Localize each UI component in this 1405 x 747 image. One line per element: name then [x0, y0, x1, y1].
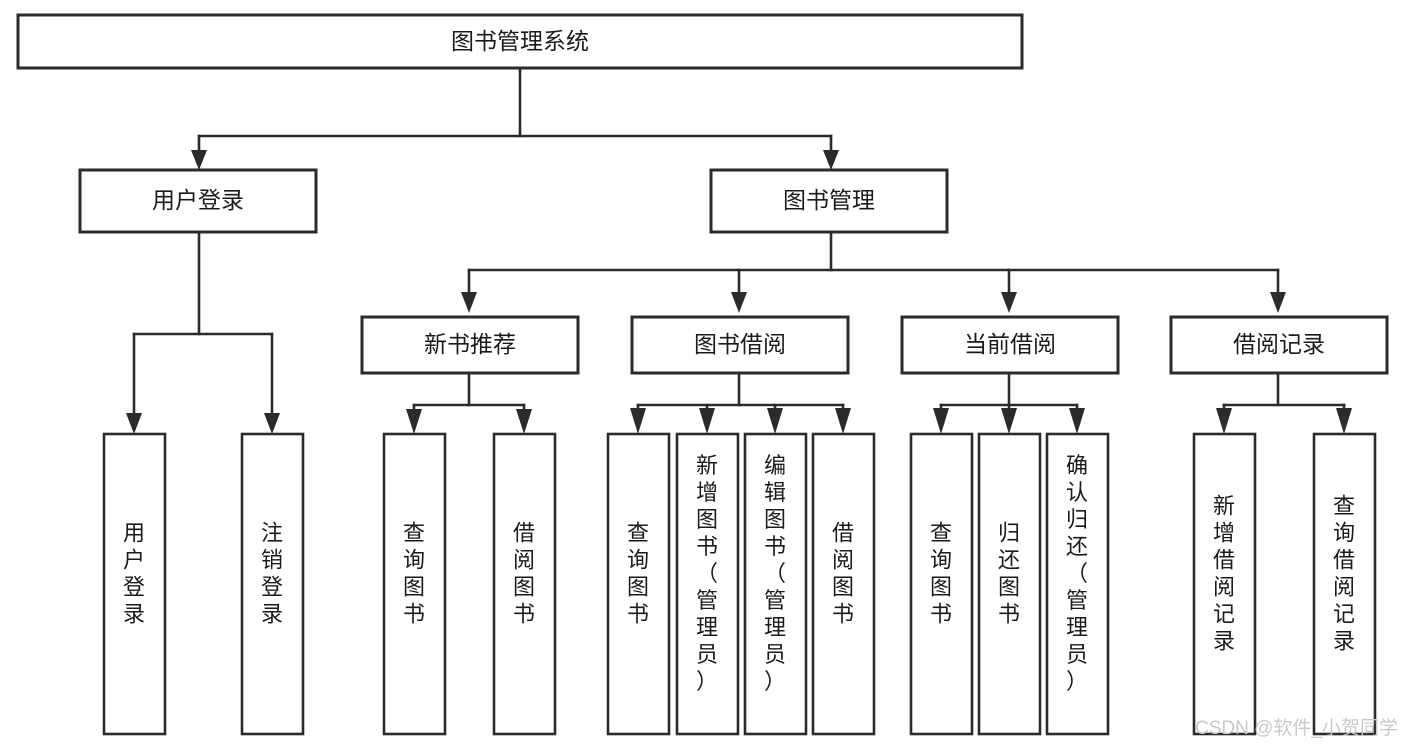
- node-leaf-rec-borrow-box[interactable]: [492, 432, 557, 736]
- arrow-head-book-borrow: [731, 292, 747, 313]
- node-leaf-cur-return-box[interactable]: [977, 432, 1042, 736]
- node-user-login-box[interactable]: [78, 168, 318, 234]
- node-leaf-rec-borrow-label: 借阅图书: [513, 520, 535, 626]
- node-leaf-cur-query[interactable]: 查询图书: [909, 432, 974, 736]
- node-leaf-borrow-query-box[interactable]: [606, 432, 671, 736]
- node-user-login-label: 用户登录: [152, 187, 244, 213]
- arrow-head-leaf-borrow-edit: [767, 408, 783, 434]
- node-leaf-cur-confirm-box[interactable]: [1045, 432, 1110, 736]
- arrow-head-user-login: [191, 150, 207, 170]
- node-root[interactable]: 图书管理系统: [16, 13, 1024, 70]
- connector-current-borrow-to-leaves: [933, 371, 1085, 434]
- node-leaf-borrow-edit-label: 编辑图书（管理员）: [764, 453, 786, 694]
- watermark-text: CSDN @软件_小贺同学: [1195, 717, 1398, 739]
- arrow-head-leaf-cur-query: [933, 408, 949, 434]
- node-leaf-cur-return[interactable]: 归还图书: [977, 432, 1042, 736]
- node-leaf-cur-query-label: 查询图书: [930, 520, 952, 626]
- node-leaf-borrow-add-label: 新增图书（管理员）: [696, 453, 718, 694]
- connector-user-login-to-leaves: [126, 230, 280, 434]
- node-leaf-cur-return-label: 归还图书: [998, 520, 1020, 626]
- arrow-head-leaf-borrow-query: [630, 408, 646, 434]
- node-current-borrow[interactable]: 当前借阅: [900, 315, 1120, 375]
- node-leaf-cur-query-box[interactable]: [909, 432, 974, 736]
- arrow-head-leaf-rec-borrow: [516, 409, 532, 434]
- node-book-manage[interactable]: 图书管理: [709, 168, 949, 234]
- node-leaf-rec-add[interactable]: 新增借阅记录: [1192, 432, 1257, 736]
- arrow-head-leaf-user-logout: [264, 413, 280, 434]
- node-leaf-cur-confirm[interactable]: 确认归还（管理员）: [1045, 432, 1110, 736]
- arrow-head-new-book-rec: [461, 292, 477, 313]
- node-leaf-borrow-lend[interactable]: 借阅图书: [811, 432, 876, 736]
- node-leaf-rec-add-label: 新增借阅记录: [1213, 493, 1235, 653]
- arrow-head-book-manage: [823, 150, 839, 170]
- node-leaf-user-login-label: 用户登录: [123, 520, 145, 626]
- node-leaf-borrow-add-box[interactable]: [675, 432, 740, 736]
- arrow-head-leaf-borrow-lend: [835, 408, 851, 434]
- node-book-borrow-box[interactable]: [630, 315, 850, 375]
- node-leaf-rec-query2-label: 查询借阅记录: [1333, 493, 1355, 653]
- node-leaf-rec-query2[interactable]: 查询借阅记录: [1312, 432, 1377, 736]
- node-current-borrow-label: 当前借阅: [964, 331, 1056, 357]
- node-book-borrow[interactable]: 图书借阅: [630, 315, 850, 375]
- node-leaf-cur-confirm-label: 确认归还（管理员）: [1066, 453, 1088, 694]
- arrow-head-leaf-rec-query2: [1336, 408, 1352, 434]
- arrow-head-leaf-cur-confirm: [1069, 408, 1085, 434]
- node-borrow-record[interactable]: 借阅记录: [1169, 315, 1389, 375]
- connector-book-borrow-to-leaves: [630, 371, 851, 434]
- node-leaf-rec-add-box[interactable]: [1192, 432, 1257, 736]
- node-leaf-rec-query-box[interactable]: [382, 432, 447, 736]
- connector-new-book-rec-to-leaves: [406, 371, 532, 434]
- node-leaf-borrow-lend-label: 借阅图书: [832, 520, 854, 626]
- node-leaf-borrow-lend-box[interactable]: [811, 432, 876, 736]
- node-leaf-borrow-edit-box[interactable]: [743, 432, 808, 736]
- node-new-book-rec-label: 新书推荐: [424, 331, 516, 357]
- node-leaf-user-login[interactable]: 用户登录: [102, 432, 167, 736]
- node-borrow-record-label: 借阅记录: [1233, 331, 1325, 357]
- node-book-borrow-label: 图书借阅: [694, 331, 786, 357]
- node-leaf-user-logout-label: 注销登录: [261, 520, 283, 626]
- node-leaf-user-logout-box[interactable]: [240, 432, 305, 736]
- node-leaf-user-login-box[interactable]: [102, 432, 167, 736]
- node-current-borrow-box[interactable]: [900, 315, 1120, 375]
- arrow-head-leaf-cur-return: [1001, 408, 1017, 434]
- connector-book-manage-to-level3: [461, 230, 1286, 313]
- arrow-head-leaf-borrow-add: [699, 408, 715, 434]
- node-leaf-borrow-query-label: 查询图书: [627, 520, 649, 626]
- node-leaf-user-logout[interactable]: 注销登录: [240, 432, 305, 736]
- connector-borrow-record-to-leaves: [1216, 371, 1352, 434]
- node-leaf-rec-query[interactable]: 查询图书: [382, 432, 447, 736]
- node-leaf-borrow-add[interactable]: 新增图书（管理员）: [675, 432, 740, 736]
- node-leaf-rec-borrow[interactable]: 借阅图书: [492, 432, 557, 736]
- arrow-head-leaf-user-login: [126, 413, 142, 434]
- node-leaf-borrow-query[interactable]: 查询图书: [606, 432, 671, 736]
- node-root-box[interactable]: [16, 13, 1024, 70]
- node-leaf-rec-query-label: 查询图书: [403, 520, 425, 626]
- node-book-manage-box[interactable]: [709, 168, 949, 234]
- arrow-head-current-borrow: [1001, 292, 1017, 313]
- node-book-manage-label: 图书管理: [783, 187, 875, 213]
- arrow-head-leaf-rec-query: [406, 409, 422, 434]
- node-leaf-rec-query2-box[interactable]: [1312, 432, 1377, 736]
- node-leaf-borrow-edit[interactable]: 编辑图书（管理员）: [743, 432, 808, 736]
- node-user-login[interactable]: 用户登录: [78, 168, 318, 234]
- arrow-head-leaf-rec-add: [1216, 408, 1232, 434]
- node-root-label: 图书管理系统: [451, 28, 589, 54]
- arrow-head-borrow-record: [1270, 292, 1286, 313]
- node-new-book-rec-box[interactable]: [360, 315, 580, 375]
- node-new-book-rec[interactable]: 新书推荐: [360, 315, 580, 375]
- connector-root-to-level2: [191, 66, 839, 170]
- node-borrow-record-box[interactable]: [1169, 315, 1389, 375]
